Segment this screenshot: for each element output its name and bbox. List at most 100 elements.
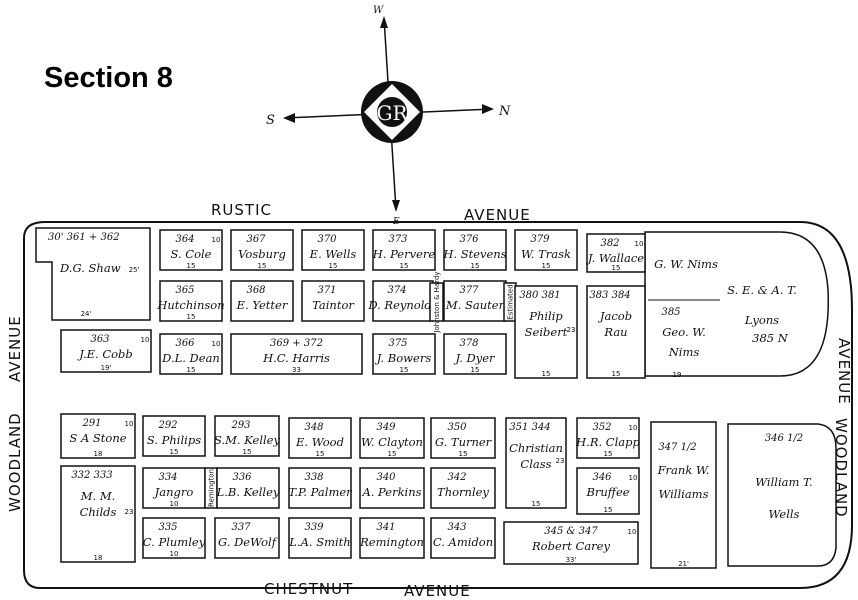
lot-dimension: 10 bbox=[125, 420, 134, 428]
compass-w-label: W bbox=[373, 5, 384, 16]
lot-number: 367 bbox=[246, 234, 266, 245]
lot-dimension: 15 bbox=[471, 366, 480, 374]
lot-number: 347 1/2 bbox=[658, 442, 696, 453]
lot-owner-name: E. Wood bbox=[295, 435, 344, 449]
lot-number: 348 bbox=[304, 422, 323, 433]
lot-boundary bbox=[60, 413, 136, 459]
lot-boundary bbox=[159, 229, 223, 271]
lot-dimension: 15 bbox=[400, 366, 409, 374]
lot-dimension: 10 bbox=[629, 424, 638, 432]
lot-owner-name: Vosburg bbox=[238, 247, 286, 261]
lot-boundary bbox=[214, 517, 280, 559]
lot-number: 376 bbox=[459, 234, 479, 245]
lot-owner-name: Childs bbox=[80, 505, 117, 519]
lot-owner-name: Estimated bbox=[507, 284, 515, 319]
lot-dimension: 21' bbox=[678, 560, 689, 568]
lot-owner-name: E. Wells bbox=[309, 247, 357, 261]
lot-owner-name: S. Philips bbox=[147, 433, 201, 447]
lot-owner-name: J. Wallace bbox=[586, 251, 644, 265]
lot-boundary bbox=[301, 280, 365, 322]
lot-owner-name: L.A. Smith bbox=[288, 535, 350, 549]
lot-owner-name: Johnston & Hardy bbox=[433, 271, 441, 333]
lot-owner-name: Geo. W. bbox=[662, 325, 706, 339]
lot-dimension: 33' bbox=[566, 556, 577, 564]
lot-number: 373 bbox=[388, 234, 407, 245]
lot-dimension: 10 bbox=[629, 474, 638, 482]
lot-boundary bbox=[372, 333, 436, 375]
lot-dimension: 10 bbox=[170, 500, 179, 508]
lot-number: 371 bbox=[317, 285, 336, 296]
lot-owner-name: Remington bbox=[359, 535, 424, 549]
lot-number: 378 bbox=[459, 338, 478, 349]
lot-owner-name: Jangro bbox=[153, 485, 194, 499]
lot-dimension: 15 bbox=[329, 262, 338, 270]
lot-dimension: 15 bbox=[258, 262, 267, 270]
lot-number: 375 bbox=[388, 338, 407, 349]
lot-number: 377 bbox=[459, 285, 479, 296]
lot-dimension: 10 bbox=[170, 550, 179, 558]
lot-dimension: 23 bbox=[556, 457, 565, 465]
lot-owner-name: M. M. bbox=[80, 489, 116, 503]
lot-owner-name: Williams bbox=[659, 487, 709, 501]
lot-number: 366 bbox=[175, 338, 195, 349]
lot-number: 334 bbox=[158, 472, 177, 483]
lot-dimension: 15 bbox=[170, 448, 179, 456]
lot-number: 338 bbox=[304, 472, 323, 483]
lot-dimension: 15 bbox=[187, 262, 196, 270]
lot-owner-name: W. Trask bbox=[521, 247, 571, 261]
lot-boundary bbox=[514, 285, 578, 379]
lot-owner-name: H.R. Clapp bbox=[575, 435, 640, 449]
lot-johnston-hardy-13: Johnston & Hardy bbox=[429, 271, 444, 334]
lot-number: 368 bbox=[246, 285, 265, 296]
lot-g-w-nims-8: G. W. Nims bbox=[654, 257, 718, 271]
lot-owner-name: C. Amidon bbox=[433, 535, 493, 549]
lot-owner-name: Class bbox=[520, 457, 551, 471]
lot-dimension: 15 bbox=[388, 450, 397, 458]
lot-owner-name: E. Yetter bbox=[236, 298, 289, 312]
lot-boundary bbox=[430, 467, 496, 509]
lot-owner-name: C. Plumley bbox=[143, 535, 206, 549]
lot-dimension: 15 bbox=[612, 264, 621, 272]
lot-boundary bbox=[301, 229, 365, 271]
lot-owner-name: H.C. Harris bbox=[262, 351, 330, 365]
lot-boundary bbox=[288, 467, 352, 509]
lot-dimension: 15 bbox=[542, 262, 551, 270]
lot-dimension: 18 bbox=[94, 450, 103, 458]
lot-dimension: 15 bbox=[187, 313, 196, 321]
lot-dimension: 23 bbox=[125, 508, 134, 516]
section-boundary bbox=[23, 221, 853, 589]
lot-number: 350 bbox=[447, 422, 467, 433]
lot-boundary bbox=[430, 517, 496, 559]
lot-boundary bbox=[586, 285, 646, 379]
lot-dimension: 15 bbox=[542, 370, 551, 378]
lot-number: 293 bbox=[230, 420, 250, 431]
lot-368-10: 368 E. Yetter bbox=[230, 280, 294, 322]
lot-number: 339 bbox=[304, 522, 324, 533]
lot-boundary bbox=[430, 417, 496, 459]
lot-dimension: 10 bbox=[212, 236, 221, 244]
lot-boundary bbox=[142, 517, 206, 559]
lot-boundary bbox=[60, 329, 152, 373]
lot-boundary bbox=[216, 467, 280, 509]
